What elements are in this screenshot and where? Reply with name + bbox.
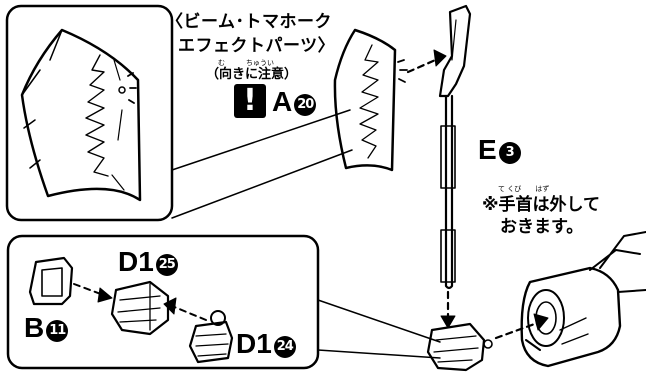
- staff-part-drawing: [438, 4, 472, 290]
- part-b-drawing: [28, 256, 74, 306]
- hand-assembly-callout: [6, 234, 320, 370]
- orientation-note: （向きに注意）: [206, 67, 298, 82]
- effect-label-line2: エフェクトパーツ〉: [178, 36, 336, 56]
- callout-leader-lines-bottom: [317, 299, 441, 359]
- hand-on-staff-drawing: [426, 322, 493, 372]
- wrist-note-ruby: て くび はず: [498, 185, 550, 193]
- robot-forearm-drawing: [520, 231, 646, 368]
- arrow-hand-to-arm: [494, 320, 542, 340]
- arrow-effect-to-staff: [406, 56, 442, 74]
- part-b-number: 11: [46, 320, 69, 342]
- part-e-number: 3: [498, 142, 521, 164]
- wrist-note-line1: ※手首は外して: [482, 195, 601, 215]
- hand-d1-25-drawing: [110, 280, 170, 336]
- orientation-ruby: む ちゅうい: [218, 59, 274, 67]
- warning-icon: !: [234, 84, 266, 118]
- effect-part-drawing: [333, 28, 408, 172]
- callout-leader-lines: [171, 109, 353, 219]
- part-d1-25-number: 25: [155, 254, 178, 276]
- wrist-note-line2: おきます。: [500, 217, 584, 237]
- effect-detail-callout: [5, 4, 174, 222]
- arrow-d1-24-to-hand: [171, 305, 207, 321]
- part-d1-24-number: 24: [273, 336, 296, 358]
- hand-d1-24-drawing: [188, 310, 234, 364]
- part-a-number: 20: [294, 94, 317, 116]
- effect-label-line1: 〈ビーム･トマホーク: [166, 12, 332, 32]
